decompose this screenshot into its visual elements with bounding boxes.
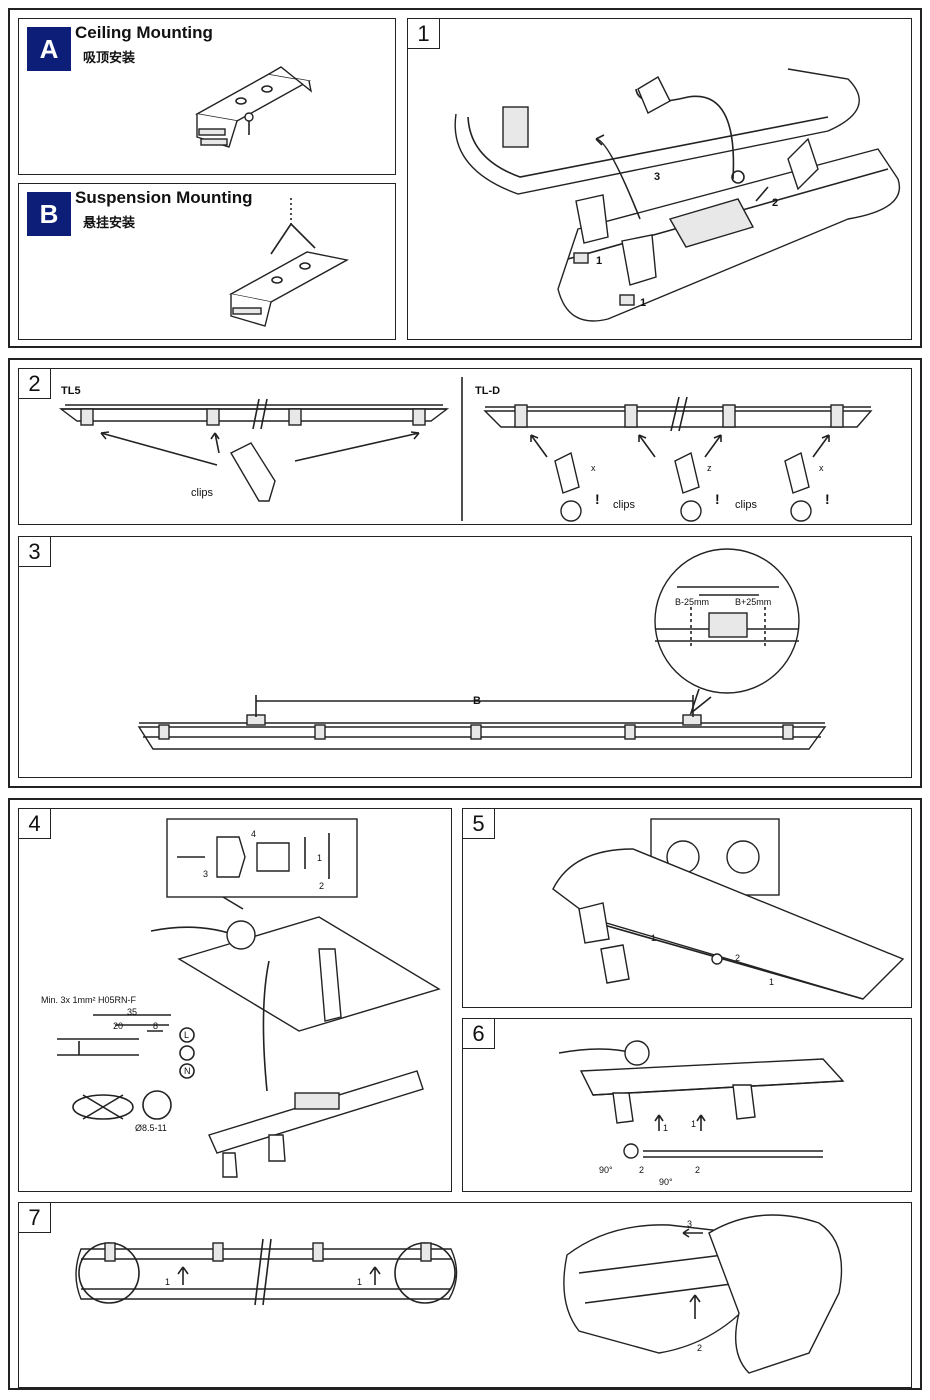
step-6-callout-2a: 2 [639, 1165, 645, 1175]
panel-b-title-cn: 悬挂安装 [83, 215, 136, 230]
step-3-number: 3 [19, 537, 51, 567]
step-4-n-terminal: N [184, 1066, 191, 1076]
step-2-tl5-label: TL5 [61, 385, 81, 397]
panel-a-title-cn: 吸顶安装 [83, 50, 136, 65]
step-6-illustration [558, 1040, 845, 1159]
step-2-warn-2: ! [715, 491, 720, 507]
step-6-callout-1a: 1 [663, 1123, 669, 1133]
step-6-callout-2b: 2 [695, 1165, 701, 1175]
step-5-callout-1a: 1 [651, 933, 657, 943]
step-2-clips-left: clips [191, 487, 214, 499]
step-4-callout-4: 4 [251, 829, 257, 839]
step-5-panel: 5 1 2 1 [462, 808, 912, 1008]
step-2-x-right: x [819, 463, 824, 473]
step-7-callout-2: 2 [697, 1343, 703, 1353]
step-1-callout-1b: 1 [640, 297, 647, 309]
step-3-illustration [137, 548, 827, 750]
step-4-cable-spec: Min. 3x 1mm² H05RN-F [41, 995, 137, 1005]
step-3-plus-label: B+25mm [735, 597, 772, 607]
step-1-callout-2: 2 [772, 197, 779, 209]
step-7-callout-1b: 1 [357, 1277, 363, 1287]
step-2-warn-3: ! [825, 491, 830, 507]
suspension-bracket-illustration [228, 198, 350, 327]
step-5-callout-1b: 1 [769, 977, 775, 987]
step-6-deg-b: 90° [659, 1177, 673, 1187]
step-1-number: 1 [408, 19, 440, 49]
step-4-callout-1: 1 [317, 853, 323, 863]
step-5-number: 5 [463, 809, 495, 839]
step-4-dim-35: 35 [127, 1007, 138, 1017]
step-7-panel: 7 1 1 2 3 [18, 1202, 912, 1388]
step-6-callout-1b: 1 [691, 1119, 697, 1129]
step-1-callout-3: 3 [654, 171, 661, 183]
step-4-dim-20: 20 [113, 1021, 124, 1031]
ceiling-bracket-illustration [194, 66, 313, 148]
step-5-callout-2: 2 [735, 953, 741, 963]
step-2-illustration [58, 377, 873, 522]
step-3-b-label: B [473, 695, 481, 707]
step-2-clips-right: clips [735, 499, 758, 511]
step-3-minus-label: B-25mm [675, 597, 710, 607]
panel-ceiling-mounting: A Ceiling Mounting 吸顶安装 [18, 18, 396, 175]
panel-a-badge: A [27, 27, 71, 71]
step-4-callout-3: 3 [203, 869, 209, 879]
step-2-tld-label: TL-D [475, 385, 501, 397]
step-2-panel: 2 TL5 TL-D clips clips clips [18, 368, 912, 525]
step-2-x-left: x [591, 463, 596, 473]
step-6-deg-a: 90° [599, 1165, 613, 1175]
step-2-warn-1: ! [595, 491, 600, 507]
step-1-illustration [454, 68, 900, 322]
step-2-clips-mid: clips [613, 499, 636, 511]
step-7-callout-1a: 1 [165, 1277, 171, 1287]
step-7-number: 7 [19, 1203, 51, 1233]
step-7-illustration [75, 1214, 843, 1374]
step-6-panel: 6 1 1 2 2 90° 90° [462, 1018, 912, 1192]
step-6-number: 6 [463, 1019, 495, 1049]
step-4-callout-2: 2 [319, 881, 325, 891]
step-4-number: 4 [19, 809, 51, 839]
step-7-callout-3: 3 [687, 1219, 693, 1229]
step-4-diameter: Ø8.5-11 [135, 1123, 167, 1133]
step-2-z-mid: z [707, 463, 712, 473]
step-4-l-terminal: L [184, 1030, 190, 1040]
step-4-illustration [57, 818, 441, 1178]
step-4-dim-8: 8 [153, 1021, 159, 1031]
step-1-callout-1a: 1 [596, 255, 603, 267]
step-2-number: 2 [19, 369, 51, 399]
panel-b-badge: B [27, 192, 71, 236]
step-4-panel: 4 Min. 3x 1mm² H05RN-F 35 20 8 L N Ø8.5-… [18, 808, 452, 1192]
panel-a-title: Ceiling Mounting [75, 23, 213, 42]
step-1-panel: 1 3 2 1 1 [407, 18, 912, 340]
step-5-illustration [552, 818, 905, 1000]
panel-b-title: Suspension Mounting [75, 188, 253, 207]
panel-suspension-mounting: B Suspension Mounting 悬挂安装 [18, 183, 396, 340]
step-3-panel: 3 B B-25mm B+25mm [18, 536, 912, 778]
